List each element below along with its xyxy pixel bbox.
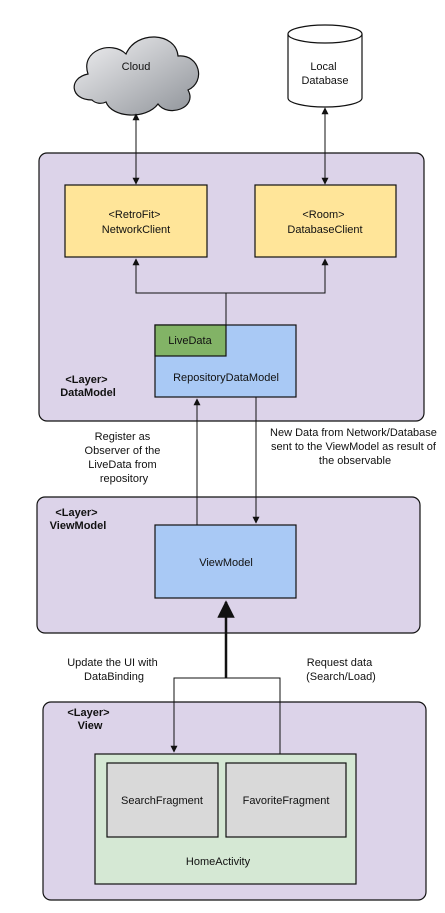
local-database-label: Local Database (301, 61, 348, 87)
repository-to-database-client-edge (226, 258, 329, 294)
request-data-label-line1: Request data (307, 657, 373, 669)
new-data-label-line3: the observable (319, 455, 391, 467)
register-observer-label-line2: Observer of the (85, 445, 161, 457)
local-database-top (287, 24, 363, 44)
update-ui-label: Update the UI with DataBinding (67, 657, 161, 683)
search-fragment-box (106, 762, 219, 838)
database-client-stereotype: <Room> (302, 209, 344, 221)
new-data-label-line2: sent to the ViewModel as result of (271, 441, 437, 453)
viewmodel-layer-stereotype: <Layer> (55, 507, 97, 519)
register-observer-label-line3: LiveData from (88, 459, 156, 471)
repository-label: RepositoryDataModel (173, 372, 279, 384)
livedata-box (154, 324, 227, 357)
update-ui-label-line1: Update the UI with (67, 657, 158, 669)
local-database-label-line2: Database (301, 75, 348, 87)
database-client-box (254, 184, 397, 258)
favorite-fragment-box (225, 762, 347, 838)
viewmodel-label: ViewModel (199, 557, 253, 569)
register-observer-label: Register as Observer of the LiveData fro… (85, 431, 164, 485)
datamodel-layer-stereotype: <Layer> (65, 374, 107, 386)
repository-to-clients-edge (132, 258, 227, 325)
update-ui-label-line2: DataBinding (84, 671, 144, 683)
network-client-box (64, 184, 208, 258)
local-database-label-line1: Local (310, 61, 336, 73)
local-database-shape (287, 34, 363, 108)
view-layer-stereotype: <Layer> (67, 707, 109, 719)
cloud-label: Cloud (122, 61, 151, 73)
network-client-name: NetworkClient (102, 224, 170, 236)
view-layer-name: View (78, 720, 103, 732)
request-data-label-line2: (Search/Load) (306, 671, 376, 683)
network-client-label: <RetroFit> NetworkClient (102, 209, 170, 236)
new-data-label-line1: New Data from Network/Database (270, 427, 437, 439)
register-observer-label-line4: repository (100, 473, 149, 485)
datamodel-layer-label: <Layer> DataModel (60, 374, 116, 399)
favorite-fragment-label: FavoriteFragment (243, 795, 330, 807)
view-layer-label: <Layer> View (67, 707, 112, 732)
cloud-shape (73, 36, 200, 116)
network-client-stereotype: <RetroFit> (108, 209, 160, 221)
search-fragment-label: SearchFragment (121, 795, 203, 807)
register-observer-label-line1: Register as (95, 431, 151, 443)
viewmodel-layer-label: <Layer> ViewModel (50, 507, 107, 532)
new-data-label: New Data from Network/Database sent to t… (270, 427, 440, 467)
viewmodel-layer-name: ViewModel (50, 520, 107, 532)
request-data-label: Request data (Search/Load) (306, 657, 376, 683)
database-client-label: <Room> DatabaseClient (287, 209, 362, 236)
viewmodel-box (154, 524, 297, 599)
home-activity-label: HomeActivity (186, 856, 251, 868)
datamodel-layer-name: DataModel (60, 387, 116, 399)
view-viewmodel-bracket (170, 677, 281, 754)
database-client-name: DatabaseClient (287, 224, 362, 236)
livedata-label: LiveData (168, 335, 212, 347)
